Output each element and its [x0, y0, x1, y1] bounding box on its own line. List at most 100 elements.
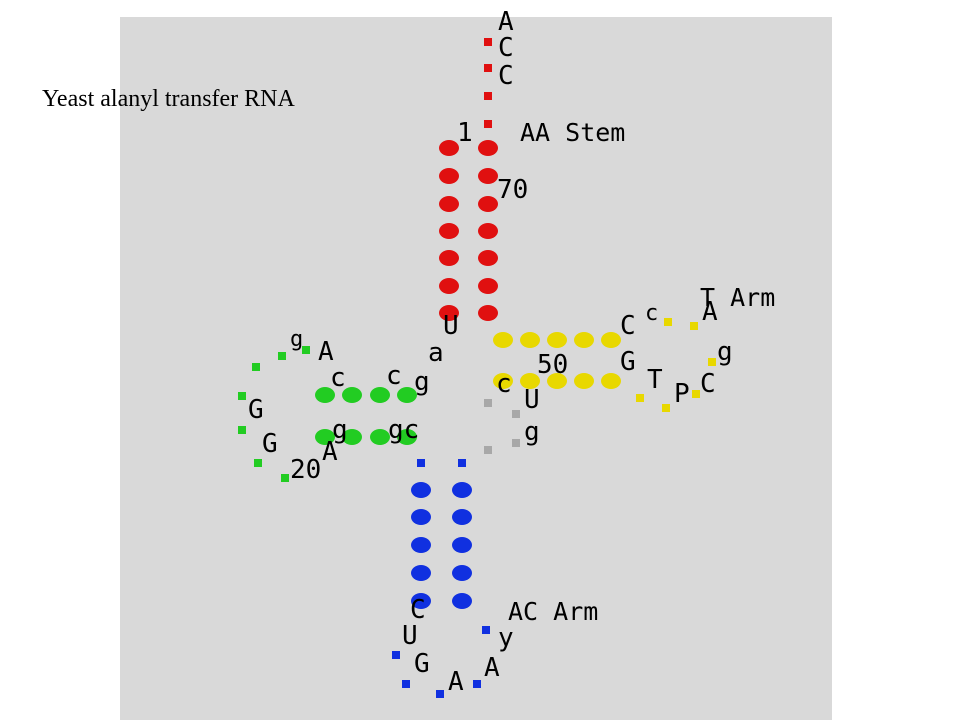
t-loop-dot [636, 394, 644, 402]
acceptor-tail-dot [484, 64, 492, 72]
d-arm-dot [397, 429, 417, 445]
diagram-panel [120, 17, 832, 720]
t-loop-dot [690, 322, 698, 330]
anticodon-stem-dot [452, 565, 472, 581]
anticodon-loop-dot [458, 459, 466, 467]
d-arm-dot [342, 429, 362, 445]
acceptor-stem-dot [478, 223, 498, 239]
base-t-a: A [702, 297, 718, 327]
t-loop-dot [662, 404, 670, 412]
base-t-c: C [620, 311, 636, 341]
acceptor-stem-dot [439, 140, 459, 156]
position-1: 1 [457, 118, 473, 148]
base-d-g1: g [290, 327, 303, 352]
diagram-title: Yeast alanyl transfer RNA [42, 86, 295, 112]
d-loop-dot [238, 426, 246, 434]
acceptor-tail-dot [484, 120, 492, 128]
base-acceptor-a: A [498, 7, 514, 37]
base-ac-y: y [498, 623, 514, 653]
base-d-g2: g [414, 367, 430, 397]
position-20: 20 [290, 455, 321, 485]
t-arm-dot [493, 332, 513, 348]
variable-loop-dot [484, 399, 492, 407]
anticodon-stem-dot [411, 537, 431, 553]
t-arm-dot [493, 373, 513, 389]
variable-loop-dot [484, 446, 492, 454]
anticodon-stem-dot [411, 593, 431, 609]
anticodon-loop-dot [417, 459, 425, 467]
base-t-g: g [717, 337, 733, 367]
t-arm-dot [520, 373, 540, 389]
nucleotide-dots [238, 38, 716, 698]
acceptor-stem-dot [439, 278, 459, 294]
d-arm-dot [315, 387, 335, 403]
d-loop-dot [278, 352, 286, 360]
base-d-g4: G [262, 429, 278, 459]
d-loop-dot [252, 363, 260, 371]
base-d-a2: A [322, 437, 338, 467]
d-loop-dot [302, 346, 310, 354]
d-arm-dot [397, 387, 417, 403]
t-arm-dot [547, 332, 567, 348]
acceptor-tail-dot [484, 92, 492, 100]
base-acceptor-c2: C [498, 61, 514, 91]
acceptor-stem-dot [478, 278, 498, 294]
acceptor-stem-dot [439, 305, 459, 321]
base-d-a1: A [318, 337, 334, 367]
base-t-t: T [647, 365, 663, 395]
base-acceptor-c1: C [498, 33, 514, 63]
base-ac-u: U [402, 621, 418, 651]
base-ac-g: G [414, 649, 430, 679]
anticodon-loop-dot [392, 651, 400, 659]
d-loop-dot [238, 392, 246, 400]
acceptor-stem-dot [439, 168, 459, 184]
base-var-c: c [496, 369, 512, 399]
acceptor-stem-dot [439, 196, 459, 212]
base-d-c1: c [330, 363, 346, 393]
base-t-c2: C [700, 369, 716, 399]
t-arm-label: T Arm [700, 283, 775, 312]
t-loop-dot [692, 390, 700, 398]
d-arm-dot [342, 387, 362, 403]
t-arm-dot [574, 373, 594, 389]
base-d-g3: G [248, 395, 264, 425]
acceptor-stem-dot [478, 196, 498, 212]
acceptor-stem-dot [478, 250, 498, 266]
anticodon-loop-dot [436, 690, 444, 698]
base-junction-u: U [443, 311, 459, 341]
base-ac-a1: A [448, 667, 464, 697]
base-t-g2: G [620, 347, 636, 377]
anticodon-stem-dot [411, 565, 431, 581]
d-loop-dot [281, 474, 289, 482]
d-arm-dot [315, 429, 335, 445]
base-d-g5: g [332, 415, 348, 445]
anticodon-stem-dot [452, 509, 472, 525]
acceptor-stem-dot [439, 223, 459, 239]
anticodon-stem-dot [411, 509, 431, 525]
anticodon-loop-dot [402, 680, 410, 688]
acceptor-stem-dot [439, 250, 459, 266]
variable-loop-dot [512, 410, 520, 418]
base-ac-c: C [410, 595, 426, 625]
t-loop-dot [708, 358, 716, 366]
acceptor-stem-dot [478, 140, 498, 156]
d-arm-dot [370, 387, 390, 403]
aa-stem-label: AA Stem [520, 118, 625, 147]
ac-arm-label: AC Arm [508, 597, 598, 626]
base-junction-a: a [428, 338, 444, 368]
base-var-g: g [524, 417, 540, 447]
anticodon-loop-dot [473, 680, 481, 688]
base-t-c-lower: c [645, 301, 658, 326]
position-50: 50 [537, 350, 568, 380]
t-arm-dot [601, 332, 621, 348]
t-arm-dot [547, 373, 567, 389]
t-loop-dot [664, 318, 672, 326]
anticodon-stem-dot [411, 482, 431, 498]
acceptor-tail-dot [484, 38, 492, 46]
base-d-c2: c [386, 361, 402, 391]
d-loop-dot [254, 459, 262, 467]
anticodon-loop-dot [482, 626, 490, 634]
base-ac-a2: A [484, 653, 500, 683]
t-arm-dot [601, 373, 621, 389]
